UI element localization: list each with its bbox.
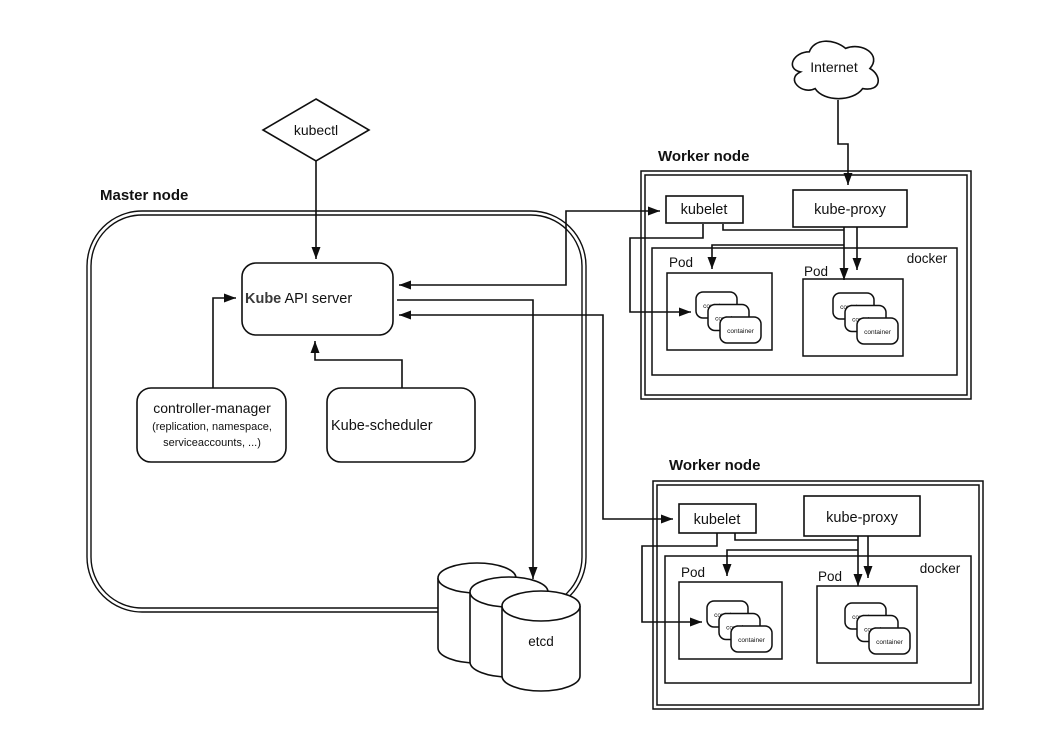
worker2-pod-1: Pod container container container: [678, 565, 783, 660]
worker1-pod-1: Pod container container container: [666, 255, 773, 351]
controller-manager-title: controller-manager: [153, 400, 271, 416]
worker2-pod1-containers: container container container: [706, 600, 773, 653]
worker2-pod2-label: Pod: [818, 569, 842, 584]
worker2-pod-2: Pod container container container: [816, 569, 918, 664]
etcd-cylinders: [437, 562, 581, 692]
worker2-docker-box: docker: [664, 555, 972, 684]
svg-text:container: container: [738, 637, 766, 644]
worker1-docker-label: docker: [907, 251, 948, 266]
scheduler-label: Kube-scheduler: [331, 418, 433, 434]
worker1-pod2-containers: container container container: [832, 292, 899, 345]
edge-kubelet1-join: [722, 224, 844, 231]
edge-internet-to-kubeproxy1: [837, 100, 853, 185]
worker1-kube-proxy: kube-proxy: [792, 189, 908, 228]
api-server-label: Kube API server: [245, 291, 352, 307]
svg-text:container: container: [727, 328, 755, 335]
svg-text:kube-proxy: kube-proxy: [826, 510, 898, 526]
master-node-label: Master node: [100, 187, 188, 204]
etcd-label: etcd: [528, 634, 554, 649]
worker2-pod2-containers: container container container: [844, 602, 911, 655]
worker-node-2: Worker node kubelet kube-proxy docker Po…: [652, 457, 984, 710]
internet-cloud: Internet: [791, 40, 879, 100]
worker1-kubelet: kubelet: [665, 195, 744, 224]
worker-node-1: Worker node kubelet kube-proxy docker Po…: [640, 148, 972, 400]
controller-manager-node: controller-manager (replication, namespa…: [136, 387, 287, 463]
svg-text:container: container: [864, 329, 892, 336]
worker1-label: Worker node: [658, 148, 749, 165]
etcd-cylinder-front: [501, 590, 581, 692]
worker2-kubelet: kubelet: [678, 503, 757, 534]
svg-text:kubelet: kubelet: [694, 512, 741, 528]
edge-apiserver-kubelet2: [399, 310, 673, 524]
internet-label: Internet: [810, 59, 858, 75]
edge-controller-manager-to-apiserver: [212, 293, 236, 388]
svg-text:container: container: [876, 639, 904, 646]
edge-apiserver-kubelet1: [399, 206, 660, 290]
controller-manager-subtitle2: serviceaccounts, ...): [163, 437, 261, 449]
worker2-kube-proxy: kube-proxy: [803, 495, 921, 537]
controller-manager-subtitle1: (replication, namespace,: [152, 421, 272, 433]
scheduler-node: Kube-scheduler: [326, 387, 476, 463]
svg-text:kubelet: kubelet: [681, 202, 728, 218]
worker1-pod2-label: Pod: [804, 264, 828, 279]
edge-kubelet2-to-containers: [641, 533, 718, 627]
api-server-node: Kube API server: [241, 262, 394, 336]
worker1-pod1-label: Pod: [669, 255, 693, 270]
worker2-docker-label: docker: [920, 561, 961, 576]
edge-kubeproxy2-to-pod1: [722, 549, 858, 576]
worker2-pod1-label: Pod: [681, 565, 705, 580]
edge-kubeproxy1-to-pod1: [707, 244, 844, 269]
kubectl-label: kubectl: [294, 122, 338, 138]
svg-text:kube-proxy: kube-proxy: [814, 202, 886, 218]
worker1-docker-box: docker: [651, 247, 958, 376]
kubectl-node: kubectl: [261, 98, 371, 162]
edge-kubelet2-join: [734, 533, 858, 541]
connectors: [212, 100, 873, 627]
worker1-pod1-containers: container container container: [695, 291, 762, 344]
worker2-label: Worker node: [669, 457, 760, 474]
edge-kubelet1-to-containers: [629, 224, 704, 317]
worker1-pod-2: Pod container container container: [802, 264, 904, 357]
